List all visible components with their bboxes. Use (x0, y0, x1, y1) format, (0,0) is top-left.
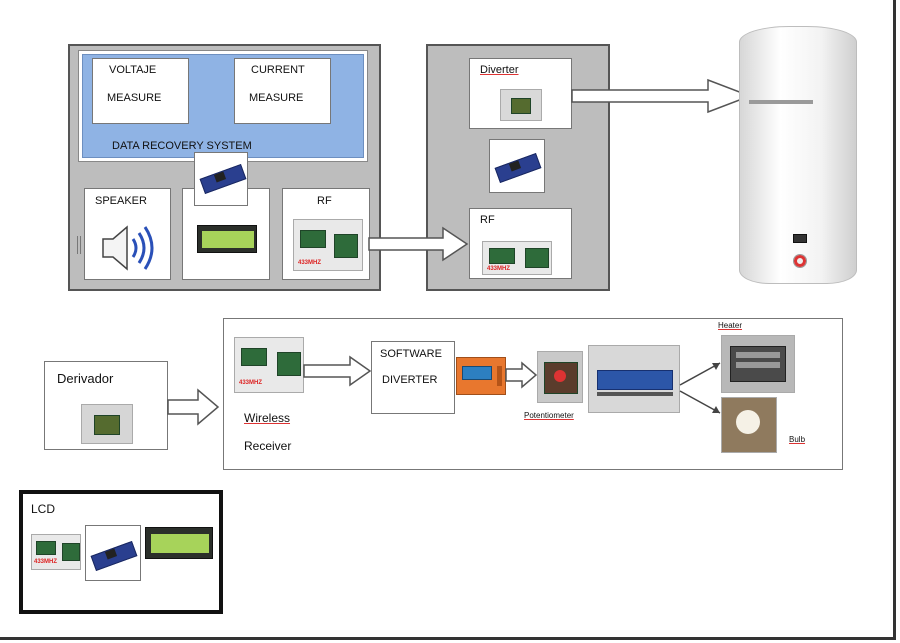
diverter-software-label: DIVERTER (382, 374, 438, 386)
speaker-box: SPEAKER (84, 188, 171, 280)
wireless-label: Wireless (244, 411, 291, 425)
diverter-label: Diverter (480, 64, 519, 76)
lcd-title: LCD (31, 502, 56, 516)
wireless-receiver-photo: 433MHZ (234, 337, 304, 393)
receiver-to-software-arrow (303, 355, 372, 387)
potentiometer-photo (537, 351, 583, 403)
receiver-label: Receiver (244, 439, 292, 453)
rf-receiver-label: RF (480, 214, 495, 226)
controller-arrow (505, 361, 538, 389)
current-measure-box: CURRENT MEASURE (234, 58, 331, 124)
receiver-system-box: 433MHZ Wireless Receiver SOFTWARE DIVERT… (223, 318, 843, 470)
lcd-display-module (197, 225, 257, 253)
rf-receiver-photo: 433MHZ (482, 241, 552, 275)
rf-receiver-freq-label: 433MHZ (487, 266, 511, 272)
arduino-nano-photo-2 (489, 139, 545, 193)
current-measure-label: MEASURE (249, 92, 304, 104)
wireless-freq-label: 433MHZ (239, 380, 263, 386)
voltage-measure-box: VOLTAJE MEASURE (92, 58, 189, 124)
data-recovery-label: DATA RECOVERY SYSTEM (112, 140, 252, 152)
arduino-nano-photo (194, 152, 248, 206)
bulb-label: Bulb (789, 435, 806, 444)
rf-link-arrow (368, 226, 469, 262)
voltage-measure-label: MEASURE (107, 92, 162, 104)
rf-transmitter-box: RF 433MHZ (282, 188, 370, 280)
side-tick (77, 236, 81, 254)
derivador-arrow (167, 388, 220, 426)
heater-label: Heater (718, 321, 743, 330)
current-label: CURRENT (251, 64, 305, 76)
rf-freq-label: 433MHZ (298, 260, 322, 266)
lcd-panel: LCD 433MHZ (19, 490, 223, 614)
derivador-box: Derivador (44, 361, 168, 450)
speaker-icon (102, 225, 154, 271)
lcd-screen-photo (145, 527, 213, 559)
diverter-photo (500, 89, 542, 121)
relay-output-arrows (679, 362, 721, 414)
diverter-heater-arrow (571, 78, 753, 114)
derivador-photo (81, 404, 133, 444)
voltage-label: VOLTAJE (109, 64, 157, 76)
rf-receiver-box: RF 433MHZ (469, 208, 572, 279)
controller-device (456, 357, 506, 395)
bulb-photo (721, 397, 777, 453)
rf-label: RF (317, 195, 332, 207)
lcd-arduino-photo (85, 525, 141, 581)
diverter-box: Diverter (469, 58, 572, 129)
rf-module-photo: 433MHZ (293, 219, 363, 271)
heater-photo (721, 335, 795, 393)
lcd-rf-photo: 433MHZ (31, 534, 81, 570)
software-diverter-box: SOFTWARE DIVERTER (371, 341, 455, 414)
potentiometer-label: Potentiometer (524, 411, 574, 420)
lcd-rf-freq-label: 433MHZ (34, 559, 58, 565)
water-heater-image (735, 26, 859, 286)
relay-board-photo (588, 345, 680, 413)
speaker-label: SPEAKER (95, 195, 147, 207)
derivador-label: Derivador (57, 371, 114, 386)
software-label: SOFTWARE (380, 348, 442, 360)
